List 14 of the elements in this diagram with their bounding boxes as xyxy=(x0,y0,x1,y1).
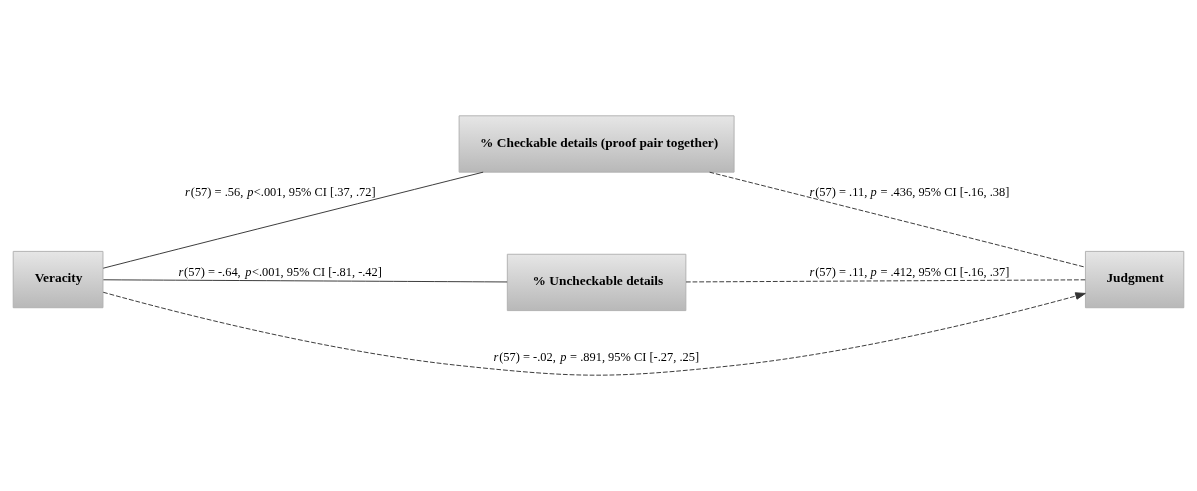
edge-label: r(57) = -.02, p = .891, 95% CI [-.27, .25] xyxy=(493,350,700,365)
arrow xyxy=(102,291,1086,376)
connector xyxy=(685,279,1086,283)
node-box: Judgment xyxy=(1084,250,1185,309)
edge-label: r(57) = .11, p = .412, 95% CI [-.16, .37] xyxy=(809,265,1010,280)
connector xyxy=(709,171,1086,268)
connector xyxy=(102,171,484,269)
connector xyxy=(102,279,508,283)
node-box: Veracity xyxy=(12,250,104,309)
edge-label: r(57) = .11, p = .436, 95% CI [-.16, .38] xyxy=(809,184,1010,199)
node-box: % Checkable details (proof pair together) xyxy=(458,115,735,173)
node-box: % Uncheckable details xyxy=(506,253,687,312)
edge-label: r(57) = -.64, p<.001, 95% CI [-.81, -.42] xyxy=(178,265,382,280)
edge-label: r(57) = .56, p<.001, 95% CI [.37, .72] xyxy=(185,184,376,199)
